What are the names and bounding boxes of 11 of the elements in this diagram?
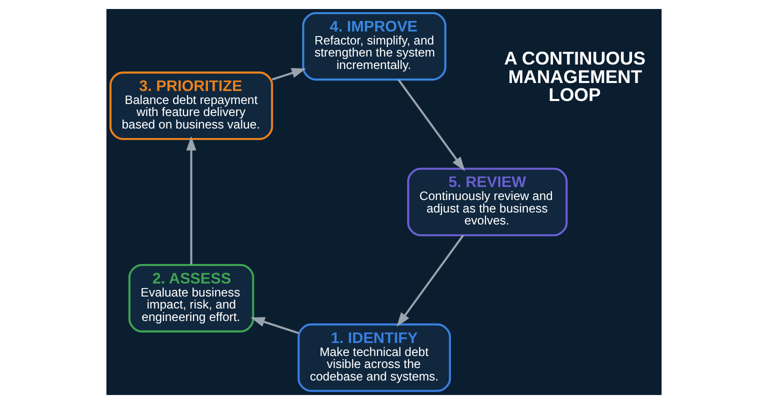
arrow (398, 78, 465, 171)
arrow (396, 234, 464, 326)
arrow (250, 316, 299, 334)
node-box: 5. REVIEW Continuously review and adjust as the business evolves. (407, 167, 568, 236)
node-box: 2. ASSESS Evaluate business impact, risk, and engineering effort. (128, 263, 254, 332)
label: A CONTINUOUS MANAGEMENT LOOP (504, 46, 646, 105)
arrow (186, 136, 196, 264)
node-box: 1. IDENTIFY Make technical debt visible across the codebase and systems. (298, 322, 451, 392)
node-box: 3. PRIORITIZE Balance debt repayment with feature delivery based on business value. (109, 71, 274, 140)
node-box: 4. IMPROVE Refactor, simplify, and strengthen the system incrementally. (302, 12, 446, 80)
arrow (272, 68, 306, 80)
